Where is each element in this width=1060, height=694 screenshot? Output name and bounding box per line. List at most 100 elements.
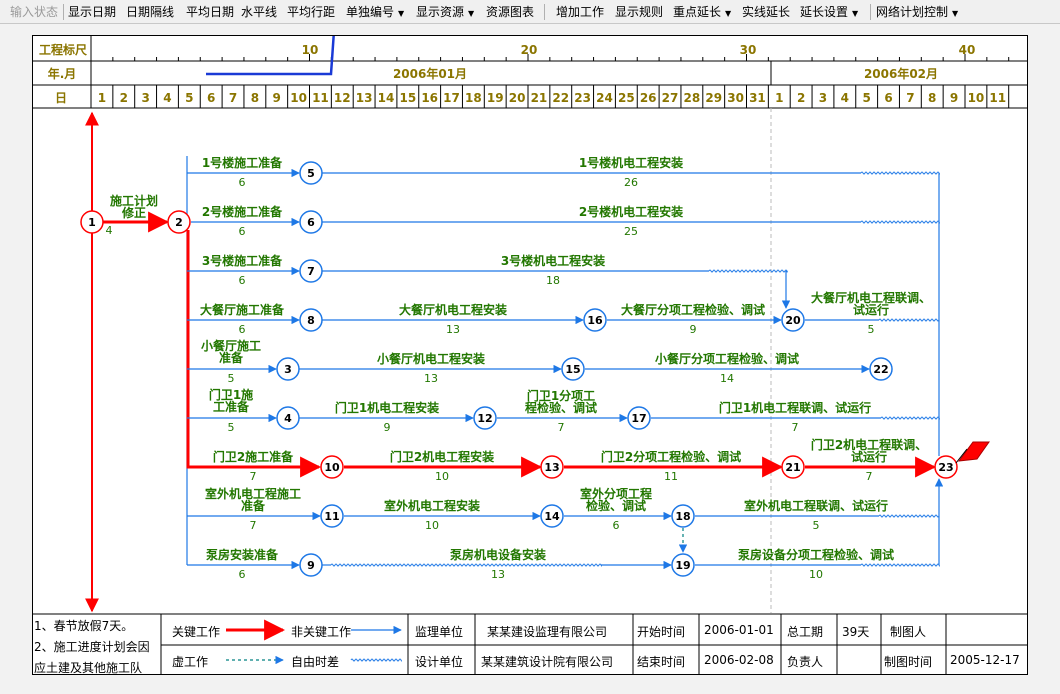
- node-circle: [627, 406, 651, 430]
- chevron-down-icon[interactable]: ▼: [468, 9, 475, 18]
- activity-duration: 6: [613, 519, 620, 532]
- ruler-tick-label: 20: [521, 43, 538, 57]
- month-row-label: 年.月: [48, 66, 77, 81]
- day-label: 2: [120, 91, 128, 105]
- activity-name: 2号楼机电工程安装: [579, 204, 683, 219]
- toolbar-btn-11[interactable]: 重点延长▼: [669, 2, 737, 22]
- chevron-down-icon[interactable]: ▼: [952, 9, 959, 18]
- chevron-down-icon[interactable]: ▼: [852, 9, 859, 18]
- annotation-stroke: [206, 36, 335, 76]
- legend-free-float-wave: [350, 658, 402, 662]
- node-circle: [299, 308, 323, 332]
- toolbar-btn-5[interactable]: 平均行距: [283, 2, 338, 22]
- activity-duration: 10: [425, 519, 439, 532]
- activity-name: 2号楼施工准备: [202, 204, 283, 219]
- supervisor-value: 某某建设监理有限公司: [487, 625, 608, 639]
- toolbar-label: 日期隔线: [126, 5, 175, 19]
- activity-name-line: 施工计划: [110, 193, 158, 208]
- activity-name: 门卫2机电工程安装: [390, 449, 494, 464]
- node-circle: [276, 406, 300, 430]
- node-circle: [299, 161, 323, 185]
- day-label: 22: [552, 91, 569, 105]
- activity-duration: 10: [809, 568, 823, 581]
- node-circle: [299, 259, 323, 283]
- toolbar-btn-3[interactable]: 平均日期: [182, 2, 235, 22]
- activity-name-line: 门卫1分项工: [527, 388, 595, 403]
- toolbar-btn-12[interactable]: 实线延长: [738, 2, 794, 22]
- day-label: 5: [185, 91, 193, 105]
- note-3: 应土建及其他施工队: [34, 661, 143, 675]
- total-value: 39天: [842, 625, 870, 639]
- toolbar-btn-4[interactable]: 水平线: [237, 2, 281, 22]
- activity-name: 室外机电工程联调、试运行: [744, 498, 888, 513]
- activity-duration: 18: [546, 274, 560, 287]
- free-float-wave: [878, 514, 940, 518]
- toolbar-btn-8[interactable]: 资源图表: [482, 2, 540, 22]
- node-number: 15: [565, 363, 580, 376]
- activity-duration: 6: [239, 225, 246, 238]
- designer-label: 设计单位: [415, 655, 464, 669]
- activity-name-line: 准备: [219, 350, 244, 365]
- toolbar-btn-1[interactable]: 显示日期: [64, 2, 120, 22]
- day-label: 9: [273, 91, 281, 105]
- toolbar-label: 平均日期: [186, 5, 235, 19]
- activity-name: 3号楼机电工程安装: [501, 253, 605, 268]
- node-circle: [781, 455, 805, 479]
- toolbar-btn-9[interactable]: 增加工作: [552, 2, 608, 22]
- toolbar-btn-14[interactable]: 网络计划控制▼: [872, 2, 962, 22]
- free-float-wave: [330, 563, 602, 567]
- activity-name: 大餐厅机电工程安装: [399, 302, 507, 317]
- node-number: 5: [307, 167, 315, 180]
- supervisor-label: 监理单位: [415, 625, 464, 639]
- ruler-tick-label: 30: [740, 43, 757, 57]
- toolbar-label: 水平线: [241, 5, 278, 19]
- day-label: 26: [640, 91, 657, 105]
- node-number: 19: [675, 559, 690, 572]
- node-number: 6: [307, 216, 315, 229]
- activity-name-line: 门卫2机电工程联调、: [811, 437, 927, 452]
- activity-duration: 5: [228, 421, 235, 434]
- activity-name: 小餐厅分项工程检验、调试: [655, 351, 799, 366]
- activity-duration: 9: [690, 323, 697, 336]
- activity-name: 门卫1机电工程安装: [335, 400, 439, 415]
- node-circle: [540, 504, 564, 528]
- activity-duration: 7: [558, 421, 565, 434]
- free-float-wave: [708, 269, 788, 273]
- node-circle: [299, 553, 323, 577]
- toolbar-btn-13[interactable]: 延长设置▼: [796, 2, 870, 22]
- day-label: 2: [797, 91, 805, 105]
- free-float-wave: [878, 318, 940, 322]
- toolbar-btn-7[interactable]: 显示资源▼: [412, 2, 480, 22]
- toolbar-btn-2[interactable]: 日期隔线: [122, 2, 180, 22]
- activity-name: 门卫1分项工程检验、调试: [525, 388, 597, 415]
- activity-name: 泵房设备分项工程检验、调试: [738, 547, 894, 562]
- node-number: 10: [324, 461, 340, 474]
- activity-name: 门卫2分项工程检验、调试: [601, 449, 741, 464]
- toolbar-btn-10[interactable]: 显示规则: [611, 2, 667, 22]
- day-label: 1: [775, 91, 783, 105]
- day-label: 10: [290, 91, 307, 105]
- node-number: 17: [631, 412, 646, 425]
- chevron-down-icon[interactable]: ▼: [725, 9, 732, 18]
- activity-name: 门卫1施工准备: [209, 387, 253, 414]
- activity-duration: 7: [250, 519, 257, 532]
- activity-duration: 13: [446, 323, 460, 336]
- legend-normal-label: 非关键工作: [291, 625, 352, 639]
- day-label: 11: [312, 91, 329, 105]
- node-number: 12: [477, 412, 492, 425]
- day-label: 14: [378, 91, 395, 105]
- toolbar-btn-6[interactable]: 单独编号▼: [342, 2, 410, 22]
- activity-name: 大餐厅分项工程检验、调试: [621, 302, 765, 317]
- activity-name: 泵房安装准备: [206, 547, 279, 562]
- chevron-down-icon[interactable]: ▼: [398, 9, 405, 18]
- toolbar-label: 平均行距: [287, 5, 336, 19]
- node-number: 23: [938, 461, 953, 474]
- activity-name: 门卫2施工准备: [213, 449, 294, 464]
- node-number: 2: [175, 216, 183, 229]
- activity-name: 室外机电工程安装: [384, 498, 480, 513]
- node-circle: [80, 210, 104, 234]
- day-label: 28: [684, 91, 701, 105]
- activity-name: 小餐厅机电工程安装: [377, 351, 485, 366]
- start-value: 2006-01-01: [704, 623, 774, 637]
